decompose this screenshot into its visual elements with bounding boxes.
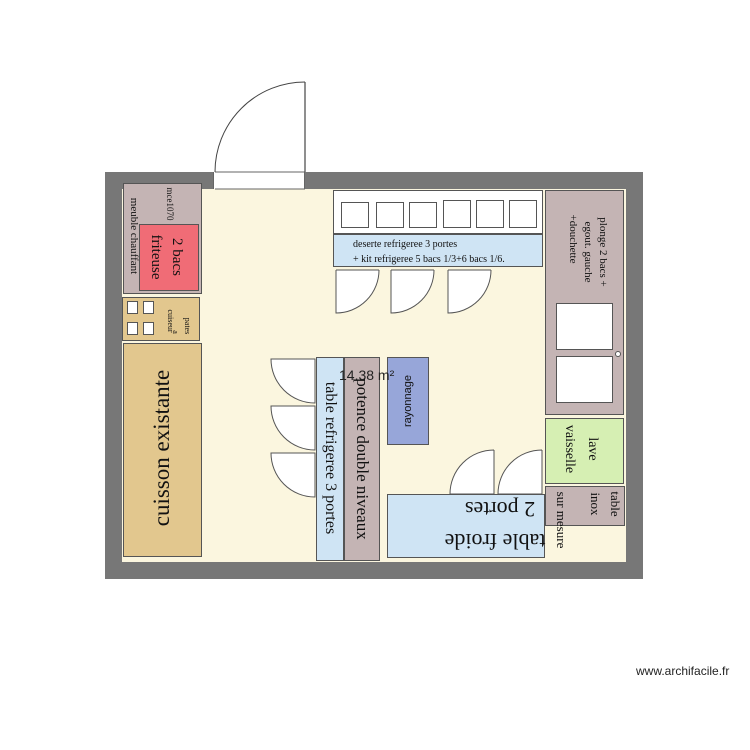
table-refrigeree-3-portes[interactable]	[316, 357, 344, 561]
cuiseur-well-1	[127, 301, 138, 314]
cuiseur-well-3	[127, 322, 138, 335]
plonge-label-line3: +douchette	[567, 214, 579, 264]
table-refrigeree-door-swings	[270, 358, 316, 498]
table-refrigeree-label: table refrigeree 3 portes	[322, 381, 339, 535]
desserte-bac-6	[509, 200, 537, 228]
desserte-label-line1: deserte refrigeree 3 portes	[353, 239, 458, 250]
table-froide-label: table froide	[444, 529, 546, 554]
desserte-label-line2: + kit refrigeree 5 bacs 1/3+6 bacs 1/6.	[353, 254, 505, 265]
plonge-bac-2	[556, 356, 613, 403]
potence-label: potence double niveaux	[353, 378, 372, 540]
lave-label: lave	[585, 437, 600, 461]
entrance-door-opening	[213, 172, 305, 189]
desserte-refrigeree[interactable]	[333, 234, 543, 267]
plonge-bac-1	[556, 303, 613, 350]
cuisson-existante[interactable]	[123, 343, 202, 557]
desserte-bac-2	[376, 202, 404, 228]
table-inox-label-2: inox	[588, 492, 603, 516]
watermark: www.archifacile.fr	[636, 664, 730, 678]
entrance-door-icon[interactable]	[205, 70, 315, 190]
faucet-icon	[615, 351, 621, 357]
cuiseur-well-2	[143, 301, 154, 314]
friteuse[interactable]	[139, 224, 199, 291]
potence-double-niveaux[interactable]	[344, 357, 380, 561]
table-inox-sur-mesure[interactable]	[545, 486, 625, 526]
desserte-bac-4	[443, 200, 471, 228]
desserte-bac-3	[409, 202, 437, 228]
cuiseur-well-4	[143, 322, 154, 335]
area-label: 14.38 m²	[339, 367, 395, 383]
cuisson-label: cuisson existante	[149, 369, 174, 527]
cuiseur-a-label: a	[171, 330, 181, 334]
lave-vaisselle[interactable]	[545, 418, 624, 484]
vaisselle-label: vaisselle	[562, 424, 577, 474]
rayonnage-label: rayonnage	[402, 375, 414, 427]
desserte-door-swings	[335, 269, 492, 314]
table-froide-portes-label: 2 portes	[464, 497, 536, 522]
table-inox-label-1: table	[608, 491, 623, 517]
plonge-label-line1: plonge 2 bacs +	[597, 217, 609, 287]
friteuse-bacs-label: 2 bacs	[169, 238, 186, 276]
friteuse-label: friteuse	[148, 234, 165, 280]
rayonnage[interactable]	[387, 357, 429, 445]
table-froide-door-swings	[449, 449, 543, 495]
desserte-bac-1	[341, 202, 369, 228]
desserte-bac-5	[476, 200, 504, 228]
plonge-label-line2: egout. gauche	[582, 221, 594, 283]
cuiseur-pates-label: pates	[183, 317, 193, 335]
